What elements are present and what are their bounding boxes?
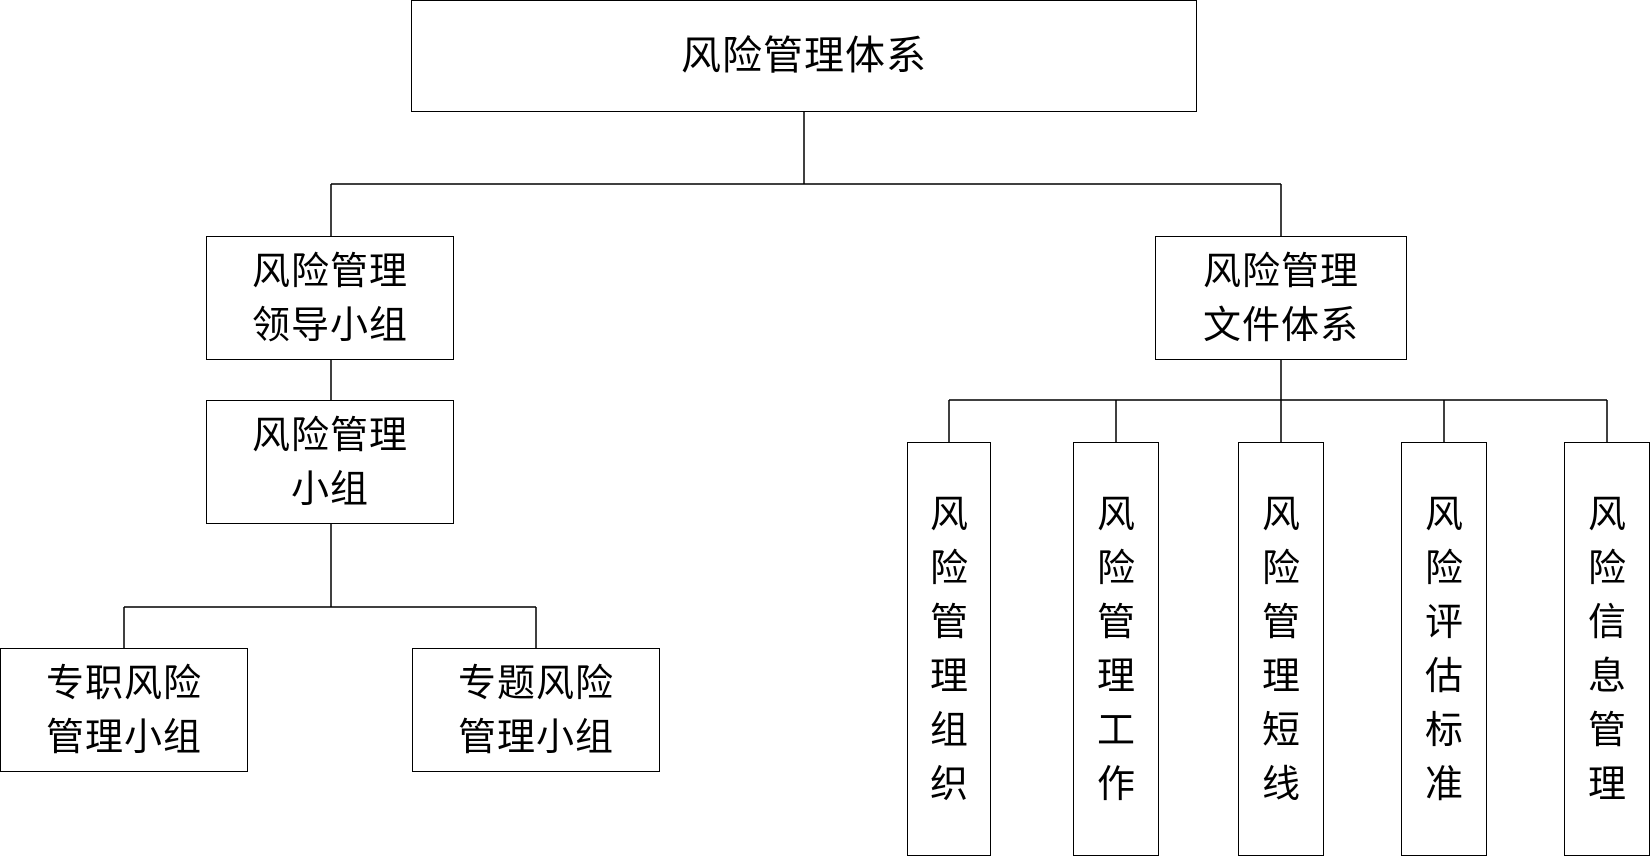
node-special-group-label: 专题风险 管理小组 [457, 661, 614, 759]
node-doc-work-label: 风险管理工作 [1097, 492, 1136, 806]
node-special-group: 专题风险 管理小组 [412, 648, 660, 772]
node-doc-shortline: 风险管理短线 [1238, 442, 1324, 856]
node-document-system-label: 风险管理 文件体系 [1202, 249, 1359, 347]
node-doc-assessment-standard-label: 风险评估标准 [1425, 492, 1464, 806]
node-document-system: 风险管理 文件体系 [1155, 236, 1407, 360]
node-management-group-label: 风险管理 小组 [251, 413, 408, 511]
node-fulltime-group-label: 专职风险 管理小组 [45, 661, 202, 759]
node-root-label: 风险管理体系 [681, 33, 927, 79]
node-doc-information-management-label: 风险信息管理 [1588, 492, 1627, 806]
node-doc-organization: 风险管理组织 [907, 442, 991, 856]
node-management-group: 风险管理 小组 [206, 400, 454, 524]
node-doc-assessment-standard: 风险评估标准 [1401, 442, 1487, 856]
node-doc-organization-label: 风险管理组织 [930, 492, 969, 806]
node-doc-information-management: 风险信息管理 [1564, 442, 1650, 856]
node-leadership-group: 风险管理 领导小组 [206, 236, 454, 360]
node-doc-shortline-label: 风险管理短线 [1262, 492, 1301, 806]
node-leadership-group-label: 风险管理 领导小组 [251, 249, 408, 347]
node-doc-work: 风险管理工作 [1073, 442, 1159, 856]
node-root: 风险管理体系 [411, 0, 1197, 112]
node-fulltime-group: 专职风险 管理小组 [0, 648, 248, 772]
